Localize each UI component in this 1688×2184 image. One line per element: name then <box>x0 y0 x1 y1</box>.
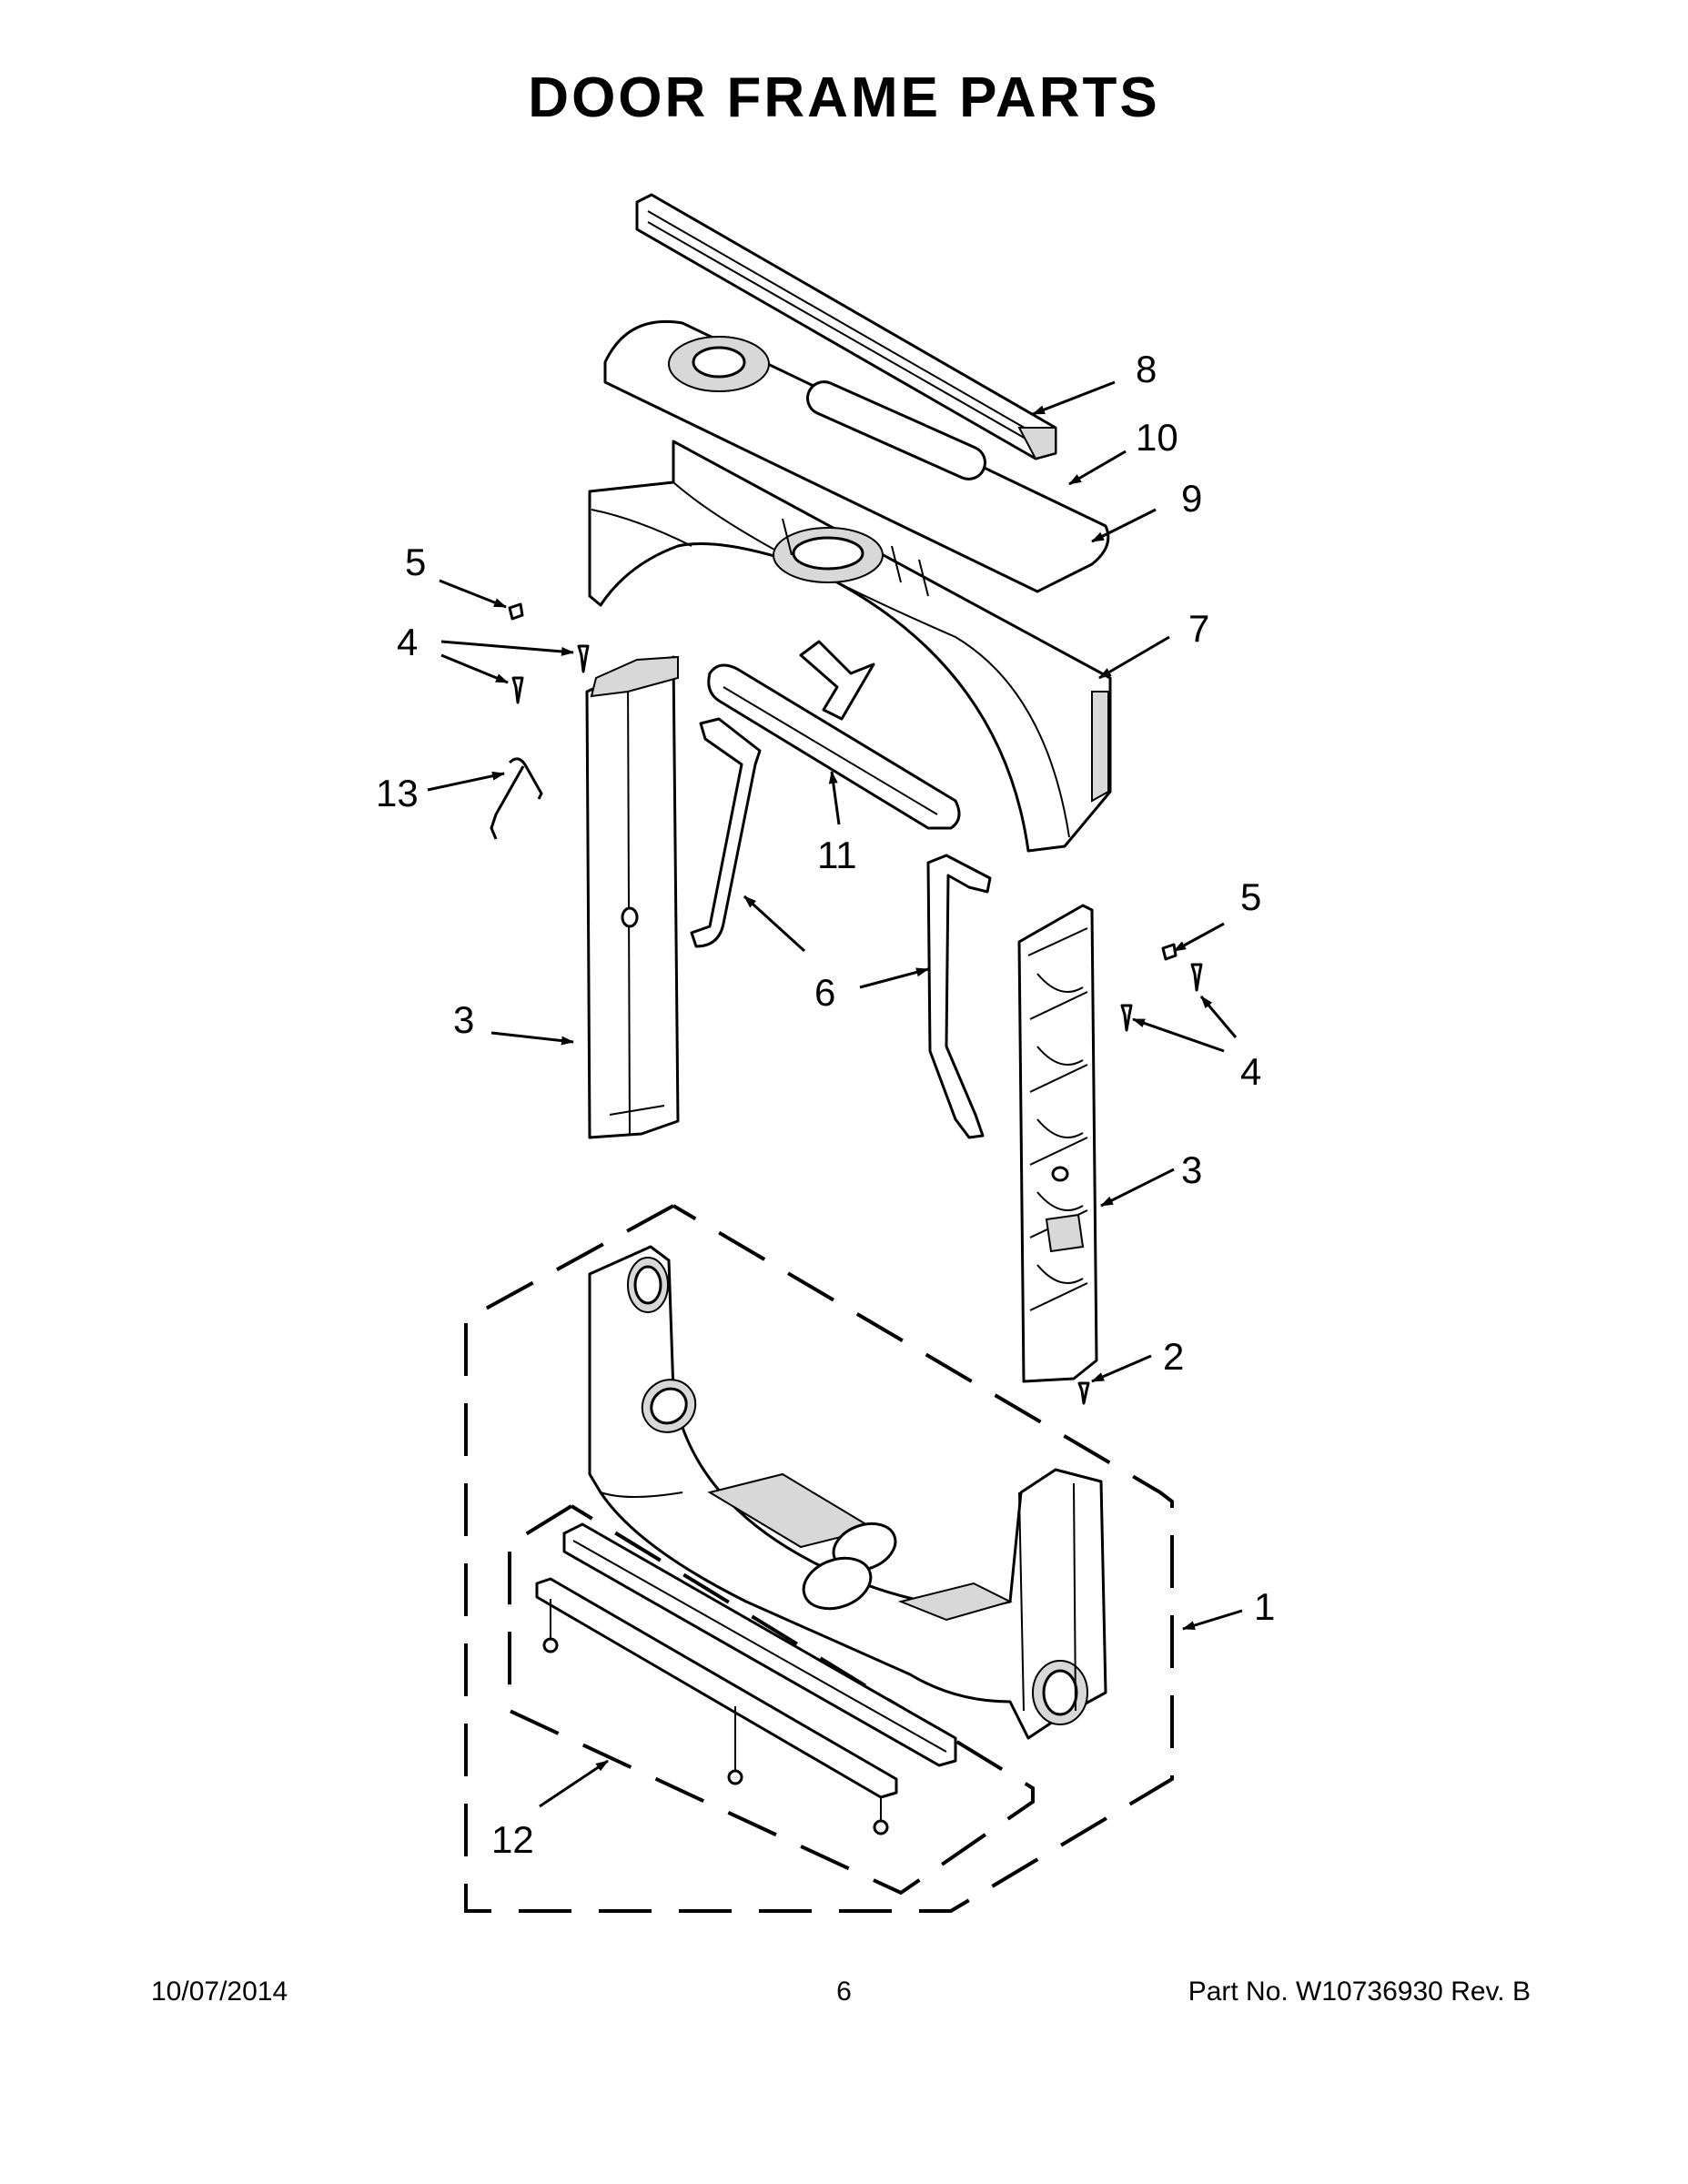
part-11-hinge-bracket <box>707 640 961 830</box>
callout-2: 2 <box>1163 1335 1184 1378</box>
part-8-top-rail <box>635 193 1057 460</box>
callout-6: 6 <box>814 971 835 1014</box>
part-3-right-side-trim <box>1017 904 1098 1383</box>
callout-13: 13 <box>376 772 419 814</box>
callout-4-right: 4 <box>1240 1050 1261 1093</box>
part-2-screw <box>1077 1381 1090 1405</box>
callout-9: 9 <box>1181 477 1202 520</box>
part-5-screw-upper-left <box>508 602 524 621</box>
callout-10: 10 <box>1136 416 1178 459</box>
callout-12: 12 <box>491 1818 534 1861</box>
part-7-upper-frame <box>588 440 1112 853</box>
callouts: 8 10 9 5 7 4 13 11 5 6 3 4 3 2 1 12 <box>376 348 1275 1861</box>
part-12-bottom-rail <box>535 1522 957 1835</box>
part-12-outline <box>508 1504 1035 1896</box>
part-9-top-cap <box>603 319 1110 593</box>
part-3-left-side-trim <box>585 655 680 1139</box>
leader-lines <box>427 380 1243 1808</box>
part-6-left-wire-channel <box>690 717 762 948</box>
callout-3-left: 3 <box>453 998 474 1041</box>
callout-4-upper-left: 4 <box>397 621 418 663</box>
part-1-outline <box>464 1204 1174 1913</box>
callout-3-right: 3 <box>1181 1148 1202 1191</box>
callout-5-upper-left: 5 <box>405 541 426 583</box>
callout-8: 8 <box>1136 348 1157 390</box>
part-1-lower-door-frame <box>588 1245 1107 1740</box>
callout-5-right: 5 <box>1240 875 1261 918</box>
callout-1: 1 <box>1254 1585 1275 1628</box>
footer-date: 10/07/2014 <box>151 1977 288 2007</box>
callout-11: 11 <box>817 834 857 876</box>
footer-part-number: Part No. W10736930 Rev. B <box>1188 1977 1531 2007</box>
page-title: DOOR FRAME PARTS <box>528 66 1160 129</box>
footer-page-number: 6 <box>836 1977 852 2007</box>
part-4-screw-right-a <box>1190 963 1203 992</box>
part-13-wire-clip <box>490 757 543 840</box>
part-4-screw-upper-left-b <box>511 676 524 704</box>
part-5-screw-right <box>1161 943 1178 961</box>
part-4-screw-right-b <box>1120 1004 1133 1032</box>
callout-7: 7 <box>1188 607 1209 650</box>
part-4-screw-upper-left-a <box>577 644 590 673</box>
part-6-right-wire-channel <box>926 854 992 1139</box>
